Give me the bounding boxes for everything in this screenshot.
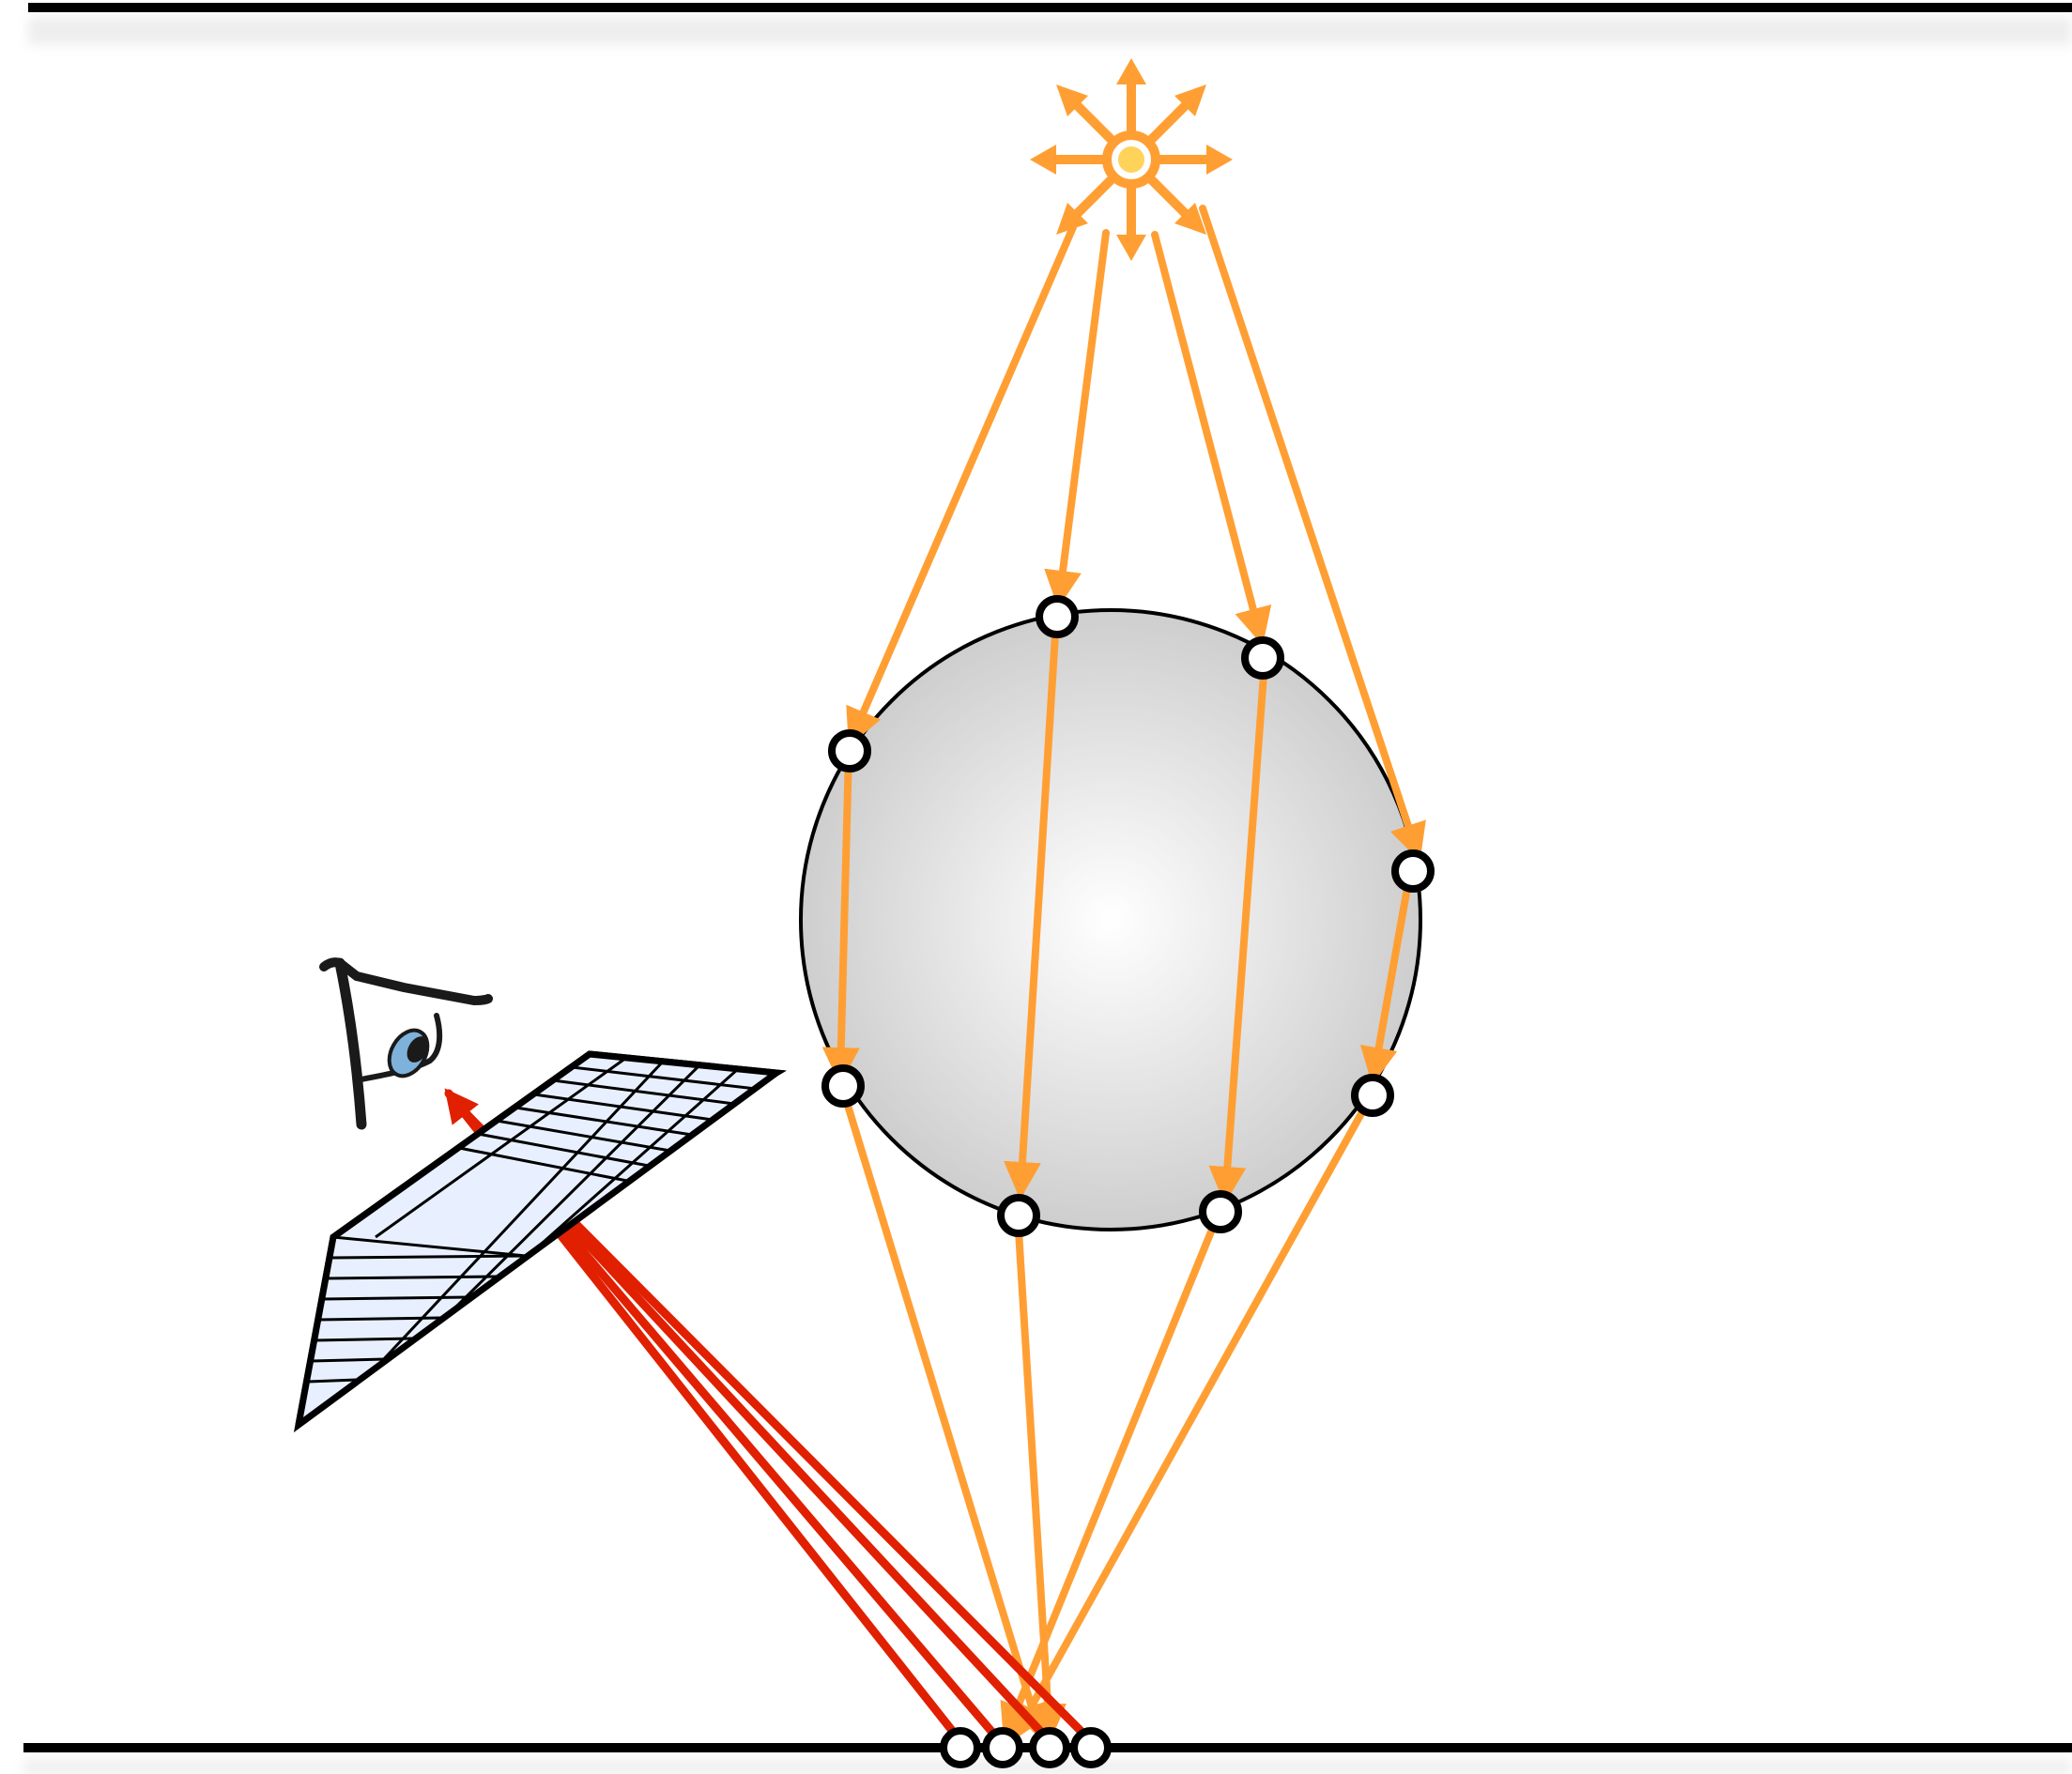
floor-hit-point [944, 1731, 977, 1765]
intersection-point [825, 1068, 861, 1104]
top-plane [28, 8, 2072, 45]
light-ray [1155, 235, 1261, 638]
floor-hit-point [1074, 1731, 1108, 1765]
intersection-point [1245, 640, 1281, 676]
light-ray [1006, 1216, 1218, 1735]
floor-hit-point [1033, 1731, 1067, 1765]
intersection-point [1395, 853, 1431, 889]
eye-icon [324, 962, 488, 1124]
intersection-point [1203, 1194, 1238, 1230]
floor-hit-point [986, 1731, 1020, 1765]
intersection-point [1039, 599, 1075, 635]
light-ray [1018, 1216, 1050, 1735]
intersection-point [832, 733, 867, 769]
intersection-point [1001, 1198, 1036, 1233]
light-ray [1059, 233, 1106, 601]
intersection-point [1355, 1078, 1390, 1113]
light-source-icon [1030, 58, 1233, 261]
sphere [801, 610, 1420, 1230]
